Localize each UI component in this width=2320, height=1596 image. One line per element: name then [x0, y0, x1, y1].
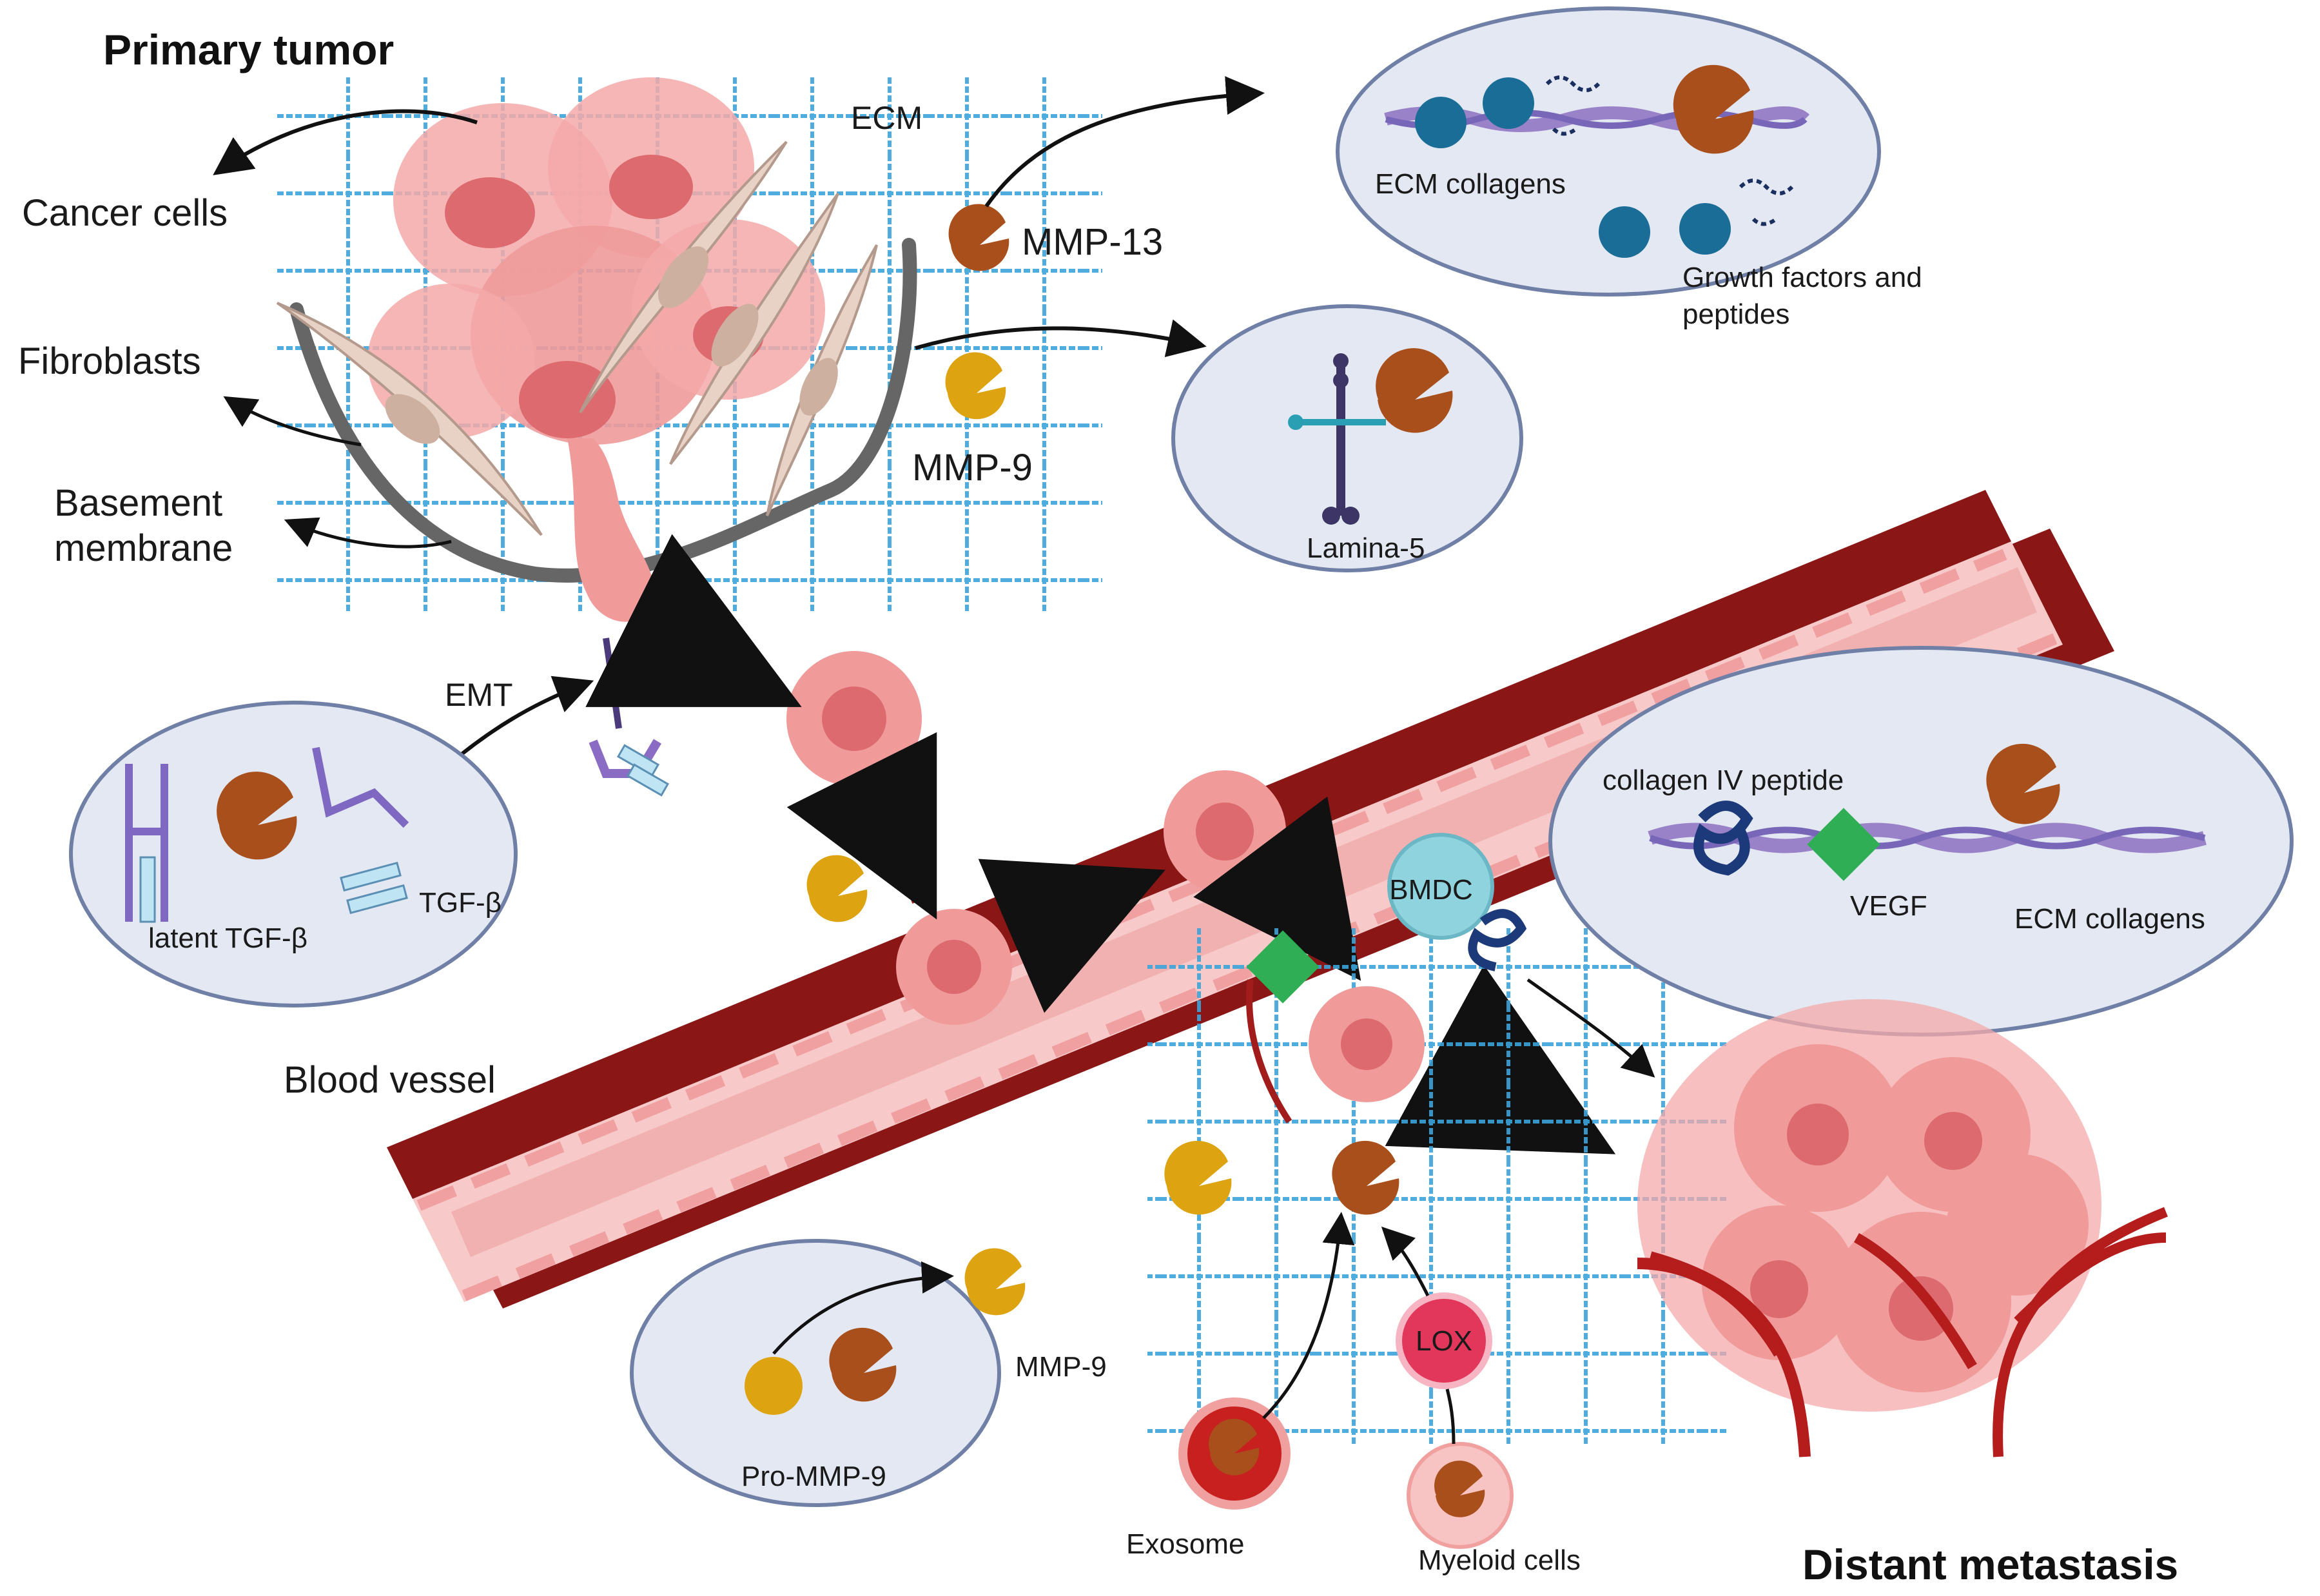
growth-factors-label-2: peptides: [1682, 298, 1789, 330]
arrow-cancer-cells: [213, 109, 478, 175]
ecm-collagen-bubble: [1336, 6, 1881, 297]
ecm-label: ECM: [851, 100, 922, 136]
distant-metastasis-cluster: [1637, 999, 2168, 1457]
fibroblasts-label: Fibroblasts: [18, 340, 201, 382]
lox-label: LOX: [1416, 1325, 1472, 1357]
collagen-iv-peptide-label: collagen IV peptide: [1603, 764, 1844, 796]
tumor-cell-cluster: [367, 77, 825, 622]
fibroblast-group: [276, 141, 878, 536]
cancer-cells-label: Cancer cells: [22, 192, 228, 234]
mmp9-bubble-label: MMP-9: [1015, 1351, 1107, 1383]
arrow-in-vessel-1: [786, 732, 937, 920]
lamina-label: Lamina-5: [1307, 532, 1425, 564]
distant-metastasis-title: Distant metastasis: [1802, 1541, 2178, 1588]
primary-tumor-title: Primary tumor: [103, 26, 394, 73]
arrow-fibroblasts: [223, 396, 362, 447]
mmp9-enzyme-icon: [945, 352, 1006, 420]
arrow-exosome: [1262, 1212, 1355, 1419]
arrow-in-vessel-2: [978, 859, 1165, 1013]
tgf-beta-label: TGF-β: [419, 887, 502, 919]
metastasis-collagen-bubble: [1548, 646, 2294, 1036]
mmp13-label: MMP-13: [1022, 221, 1163, 263]
mmp13-enzyme-icon: [948, 204, 1009, 271]
exosome-label: Exosome: [1126, 1528, 1244, 1560]
ecm-collagens-label-bottom: ECM collagens: [2014, 903, 2205, 935]
arrow-pro-to-active: [772, 1261, 954, 1355]
pro-mmp-bubble: [630, 1239, 1026, 1507]
arrow-mmp13-to-ecm: [984, 76, 1265, 208]
arrow-mmp9-to-lamina: [915, 319, 1207, 358]
tgf-receptor-icon: [589, 637, 670, 797]
arrow-lox: [1381, 1226, 1430, 1297]
bmdc-label: BMDC: [1389, 874, 1473, 906]
latent-tgf-label: latent TGF-β: [148, 922, 307, 954]
arrow-myeloid-lox: [1445, 1388, 1456, 1445]
pro-mmp9-label: Pro-MMP-9: [741, 1461, 886, 1492]
growth-factors-label-1: Growth factors and: [1682, 262, 1922, 293]
metastatic-niche-ecm: [1147, 833, 1728, 1549]
basement-label-line2: membrane: [54, 527, 233, 569]
basement-label-line1: Basement: [54, 482, 222, 524]
tgf-bubble: [69, 701, 518, 1007]
blood-vessel-label: Blood vessel: [284, 1059, 496, 1101]
arrow-intravasation: [585, 534, 802, 707]
arrow-basement: [284, 517, 452, 549]
lamina-bubble: [1171, 304, 1523, 572]
mmp9-label: MMP-9: [912, 447, 1033, 489]
vegf-label: VEGF: [1850, 890, 1927, 922]
primary-tumor-region: [276, 77, 1102, 797]
myeloid-label: Myeloid cells: [1418, 1544, 1581, 1576]
emt-label: EMT: [445, 677, 513, 713]
ecm-collagens-label-top: ECM collagens: [1375, 168, 1566, 200]
arrow-bmdc: [1526, 978, 1655, 1078]
